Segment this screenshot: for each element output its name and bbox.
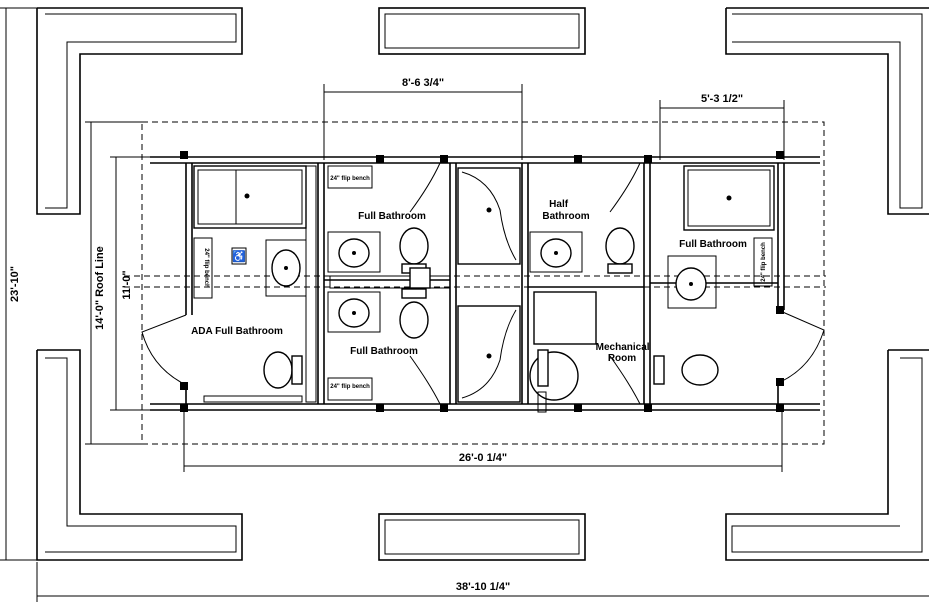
bench-upper: 24" flip bench (327, 165, 373, 189)
ada-grab-bar (203, 395, 303, 403)
half-bath-door-swing (580, 162, 641, 213)
dimension-top-right: 5'-3 1/2" (659, 93, 785, 160)
shower-upper-middle (457, 167, 521, 265)
right-shower (683, 165, 775, 231)
dimension-left-roof-label: 14'-0" Roof Line (94, 246, 106, 330)
dimension-left-outer: 23'-10" (0, 7, 37, 561)
svg-text:♿: ♿ (232, 250, 246, 263)
corner-block-top-right (725, 7, 929, 215)
room-label-ada: ADA Full Bathroom (191, 326, 283, 337)
room-label-full-upper: Full Bathroom (358, 211, 426, 222)
room-label-mechanical: Mechanical Room (596, 342, 653, 364)
door-swing-upper (380, 162, 441, 213)
room-label-half: Half Bathroom (542, 199, 589, 222)
dimension-top-right-label: 5'-3 1/2" (701, 93, 743, 105)
half-bath-toilet (605, 227, 635, 274)
door-swing-lower (380, 355, 441, 405)
dimension-bottom-outer: 38'-10 1/4" (36, 562, 929, 602)
right-toilet (653, 354, 719, 386)
toilet-lower (399, 288, 429, 339)
bench-upper-label: 24" flip bench (330, 176, 370, 182)
corner-posts (180, 151, 784, 412)
ada-shower (193, 165, 307, 229)
right-door-swing (777, 309, 825, 384)
corner-block-bottom-left (36, 349, 243, 561)
room-label-full-lower: Full Bathroom (350, 346, 418, 357)
bench-left-label: 24" flip bench (203, 248, 209, 288)
bench-right-label: 24" flip bench (761, 242, 767, 282)
ada-bench-left: 24" flip bench (193, 237, 213, 299)
dimension-bottom-inner: 26'-0 1/4" (183, 410, 783, 472)
dimension-top-center-label: 8'-6 3/4" (402, 77, 444, 89)
center-block-bottom (378, 513, 586, 561)
shower-lower-middle (457, 305, 521, 403)
room-label-mechanical-line1: Mechanical (596, 342, 650, 353)
dimension-left-inner-label: 11'-0" (121, 270, 133, 299)
plumbing-chase (305, 165, 451, 403)
bench-lower: 24" flip bench (327, 377, 373, 401)
dimension-left-outer-label: 23'-10" (9, 266, 21, 302)
dimension-top-center: 8'-6 3/4" (323, 77, 523, 160)
room-label-mechanical-line2: Room (608, 353, 636, 364)
dimension-bottom-inner-label: 26'-0 1/4" (459, 452, 507, 464)
room-label-full-right: Full Bathroom (679, 239, 747, 250)
building-walls (150, 156, 820, 411)
mechanical-door-swing (580, 355, 641, 405)
ada-door-swing (141, 314, 187, 386)
corner-block-bottom-right (725, 349, 929, 561)
bench-lower-label: 24" flip bench (330, 384, 370, 390)
dimension-bottom-outer-label: 38'-10 1/4" (456, 581, 510, 593)
corner-block-top-left (36, 7, 243, 215)
dimension-left-roof: 14'-0" Roof Line (85, 121, 142, 445)
room-label-half-line1: Half (549, 199, 569, 210)
right-sink (667, 255, 717, 309)
center-block-top (378, 7, 586, 55)
dimension-left-inner: 11'-0" (110, 156, 150, 411)
roof-line-outline (141, 121, 825, 445)
ada-toilet (263, 351, 303, 389)
accessibility-icon: ♿ (231, 247, 247, 265)
toilet-upper (399, 227, 429, 274)
sink-lower (327, 291, 381, 333)
half-bath-sink (529, 231, 583, 273)
ada-sink (265, 239, 307, 297)
water-heater (529, 291, 597, 413)
right-bench: 24" flip bench (753, 237, 773, 287)
room-label-half-line2: Bathroom (542, 211, 589, 222)
sink-upper (327, 231, 381, 273)
